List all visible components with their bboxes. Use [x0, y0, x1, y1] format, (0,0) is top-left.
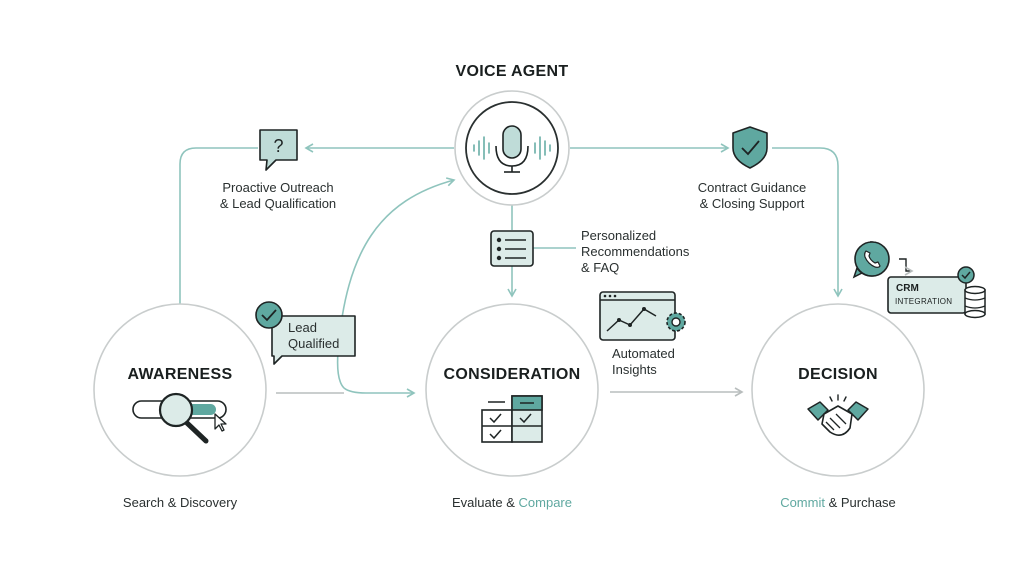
consideration-circle — [425, 303, 599, 477]
contract-line-2: & Closing Support — [699, 196, 805, 211]
database-icon — [964, 285, 986, 319]
outreach-line-2: & Lead Qualification — [219, 196, 337, 211]
lead-line-1: Lead — [288, 320, 317, 335]
insights-label: Automated Insights — [612, 346, 675, 378]
connector-outreach-to-awareness — [179, 147, 258, 305]
voice-agent-title: VOICE AGENT — [455, 63, 569, 80]
crm-check-icon — [957, 266, 975, 284]
chart-gear-icon — [599, 291, 686, 341]
contract-line-1: Contract Guidance — [697, 180, 807, 195]
insights-line-1: Automated — [612, 346, 675, 361]
insights-line-2: Insights — [612, 362, 657, 377]
microphone-icon — [473, 125, 551, 173]
crm-link-arrow — [899, 258, 914, 276]
question-bubble-icon: ? — [259, 129, 298, 171]
awareness-title: AWARENESS — [127, 366, 233, 383]
decision-caption-b: & Purchase — [824, 495, 896, 510]
decision-circle — [751, 303, 925, 477]
consideration-caption-a: Evaluate & — [452, 495, 519, 510]
magnifier-search-icon — [132, 392, 227, 444]
consideration-title: CONSIDERATION — [443, 366, 581, 383]
awareness-circle — [93, 303, 267, 477]
decision-caption-a: Commit — [780, 495, 825, 510]
phone-bubble-icon — [852, 241, 890, 279]
recommendations-line-3: & FAQ — [581, 260, 620, 275]
outreach-label: Proactive Outreach & Lead Qualification — [198, 180, 358, 212]
svg-text:?: ? — [273, 136, 283, 156]
connector-contract-to-decision — [772, 147, 843, 298]
lead-bubble — [271, 315, 356, 365]
check-circle-icon — [255, 301, 283, 329]
connector-awareness-to-voice — [336, 177, 456, 389]
consideration-caption: Evaluate & Compare — [412, 495, 612, 511]
consideration-caption-b: Compare — [518, 495, 572, 510]
recommendations-line-2: Recommendations — [581, 244, 690, 259]
checklist-icon — [490, 230, 534, 267]
outreach-line-1: Proactive Outreach — [222, 180, 334, 195]
recommendations-line-1: Personalized — [581, 228, 657, 243]
lead-label: Lead Qualified — [288, 320, 339, 352]
handshake-icon — [807, 394, 869, 436]
crm-subtitle: INTEGRATION — [895, 297, 953, 306]
decision-title: DECISION — [798, 366, 878, 383]
decision-caption: Commit & Purchase — [738, 495, 938, 511]
connector-lead-to-consideration — [343, 387, 416, 398]
comparison-table-icon — [481, 395, 543, 443]
crm-title: CRM — [896, 283, 919, 294]
contract-label: Contract Guidance & Closing Support — [672, 180, 832, 212]
lead-line-2: Qualified — [288, 336, 340, 351]
awareness-caption: Search & Discovery — [122, 495, 238, 510]
shield-check-icon — [732, 126, 768, 169]
recommendations-label: Personalized Recommendations & FAQ — [581, 228, 689, 276]
